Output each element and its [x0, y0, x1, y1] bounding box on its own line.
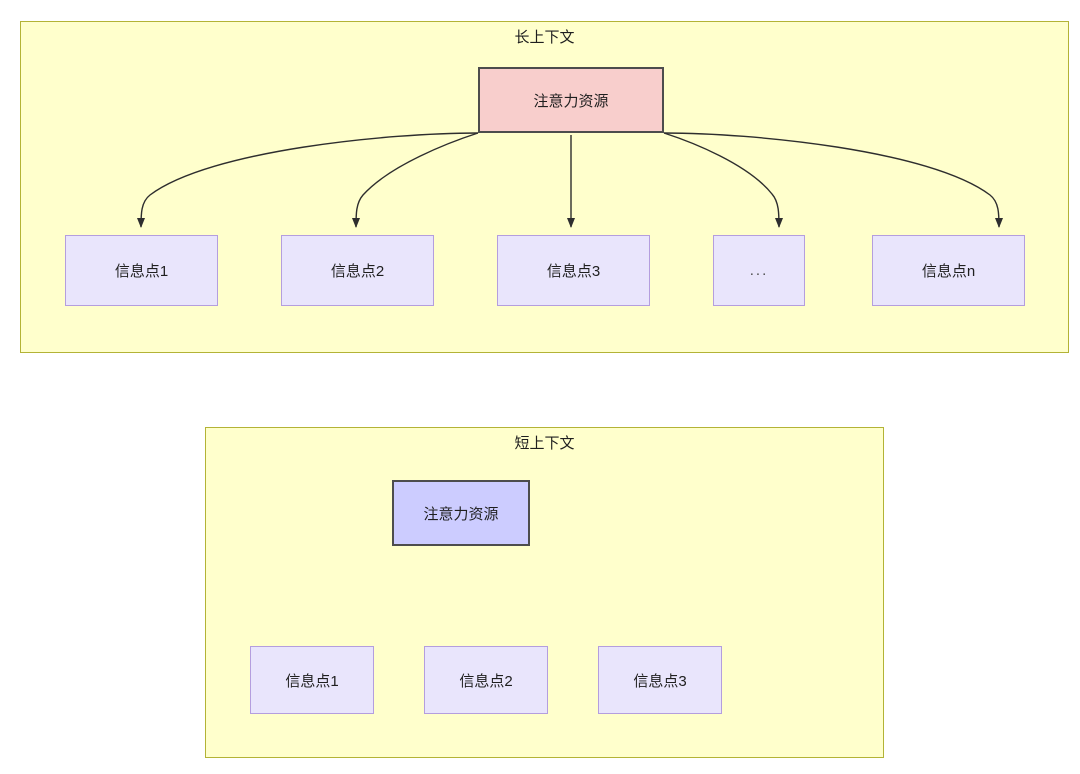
node-info-point-3-long[interactable]: 信息点3 — [497, 235, 650, 306]
edge-long-to-info-1 — [137, 132, 479, 228]
node-info-point-1-long[interactable]: 信息点1 — [65, 235, 218, 306]
node-info-point-3-short[interactable]: 信息点3 — [598, 646, 722, 714]
node-attention-resource-short[interactable]: 注意力资源 — [392, 480, 530, 546]
edge-long-to-info-n — [663, 132, 1003, 228]
node-info-point-n-long[interactable]: 信息点n — [872, 235, 1025, 306]
container-short-context-title: 短上下文 — [514, 435, 575, 452]
edge-long-to-info-2 — [352, 132, 479, 228]
node-info-point-2-short[interactable]: 信息点2 — [424, 646, 548, 714]
node-info-point-2-long[interactable]: 信息点2 — [281, 235, 434, 306]
node-info-point-ellipsis-long[interactable]: ... — [713, 235, 805, 306]
edge-long-to-info-ellipsis — [663, 132, 783, 228]
container-long-context-title: 长上下文 — [514, 29, 575, 46]
node-info-point-1-short[interactable]: 信息点1 — [250, 646, 374, 714]
node-attention-resource-long[interactable]: 注意力资源 — [478, 67, 664, 133]
